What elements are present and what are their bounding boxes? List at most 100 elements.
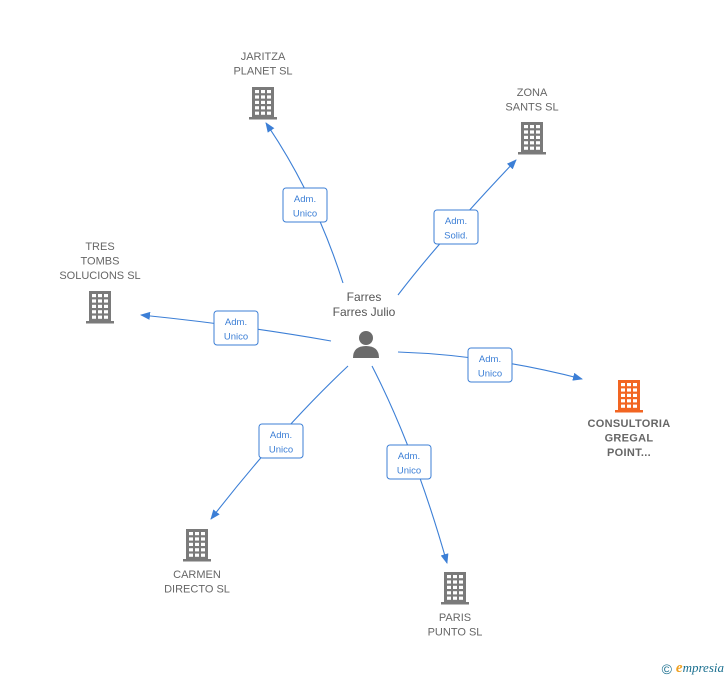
building-window (267, 106, 271, 110)
role-badge-paris[interactable]: Adm.Unico (386, 444, 432, 480)
company-name: TRES (85, 241, 114, 253)
building-window (633, 399, 637, 403)
building-window (92, 299, 96, 303)
building-window (267, 95, 271, 99)
role-label: Adm. (270, 430, 292, 441)
company-node-zona[interactable]: ZONA SANTS SL (505, 87, 559, 155)
building-window (536, 146, 540, 150)
building-window (524, 125, 528, 129)
building-window (98, 310, 102, 314)
building-window (261, 111, 265, 115)
role-badge-box (213, 310, 259, 346)
role-label: Adm. (225, 317, 247, 328)
building-window (459, 596, 463, 600)
building-window (255, 100, 259, 104)
building-window (524, 141, 528, 145)
building-base (183, 559, 211, 562)
company-node-consultoria[interactable]: CONSULTORIAGREGALPOINT... (588, 380, 671, 459)
building-window (633, 393, 637, 397)
brand-logo[interactable]: empresia (676, 660, 724, 677)
building-window (104, 315, 108, 319)
building-window (621, 388, 625, 392)
brand-initial: e (675, 660, 683, 676)
role-badge-box (282, 187, 328, 223)
company-name: CARMEN (173, 569, 221, 581)
role-badge-jaritza[interactable]: Adm. Unico (282, 187, 328, 223)
building-window (189, 548, 193, 552)
building-window (453, 580, 457, 584)
company-name: PLANET SL (233, 66, 292, 78)
building-window (459, 585, 463, 589)
role-badge-carmen[interactable]: Adm. Unico (258, 423, 304, 459)
role-label: Unico (397, 466, 421, 477)
company-name: CONSULTORIA (588, 418, 671, 430)
building-window (536, 141, 540, 145)
building-base (249, 117, 277, 120)
person-name: Farres (347, 290, 382, 304)
building-window (447, 575, 451, 579)
building-icon[interactable] (518, 122, 546, 155)
building-window (621, 383, 625, 387)
building-base (518, 152, 546, 155)
building-icon[interactable] (183, 529, 211, 562)
building-icon[interactable] (86, 291, 114, 324)
building-window (195, 537, 199, 541)
role-label: Unico (269, 445, 293, 456)
role-badge-box (258, 423, 304, 459)
building-window (261, 100, 265, 104)
building-window (195, 553, 199, 557)
building-window (530, 125, 534, 129)
role-badge-consultoria[interactable]: Adm. Unico (467, 347, 513, 383)
building-window (92, 310, 96, 314)
building-window (267, 100, 271, 104)
company-name: TOMBS (81, 256, 120, 268)
role-badge-box (467, 347, 513, 383)
role-label: Unico (293, 209, 317, 220)
edge-carmen: Adm. Unico (210, 365, 349, 520)
building-window (255, 106, 259, 110)
role-badge-zona[interactable]: Adm.Solid. (433, 209, 479, 245)
building-window (459, 580, 463, 584)
brand-name: mpresia (682, 660, 724, 675)
building-window (447, 580, 451, 584)
building-window (633, 404, 637, 408)
company-name: ZONA (517, 87, 548, 99)
building-window (621, 404, 625, 408)
copyright-icon: © (661, 660, 672, 677)
building-window (621, 393, 625, 397)
building-window (267, 111, 271, 115)
role-label: Adm. (294, 194, 316, 205)
building-window (201, 542, 205, 546)
role-badge-tres[interactable]: Adm. Unico (213, 310, 259, 346)
building-window (189, 542, 193, 546)
building-window (627, 383, 631, 387)
building-window (195, 542, 199, 546)
building-window (627, 388, 631, 392)
building-icon[interactable] (441, 572, 469, 605)
role-label: Unico (224, 332, 248, 343)
building-window (453, 596, 457, 600)
role-badge-box (433, 209, 479, 245)
building-window (92, 294, 96, 298)
building-window (530, 135, 534, 139)
building-window (104, 304, 108, 308)
building-window (189, 532, 193, 536)
building-window (536, 130, 540, 134)
building-window (524, 146, 528, 150)
role-label: Unico (478, 369, 502, 380)
role-label: Adm. (479, 354, 501, 365)
building-icon[interactable] (249, 87, 277, 120)
building-icon[interactable] (615, 380, 643, 413)
building-window (453, 585, 457, 589)
company-name: SANTS SL (505, 102, 558, 114)
person-icon (353, 331, 379, 358)
building-window (255, 95, 259, 99)
role-label: Solid. (444, 231, 468, 242)
building-window (267, 90, 271, 94)
